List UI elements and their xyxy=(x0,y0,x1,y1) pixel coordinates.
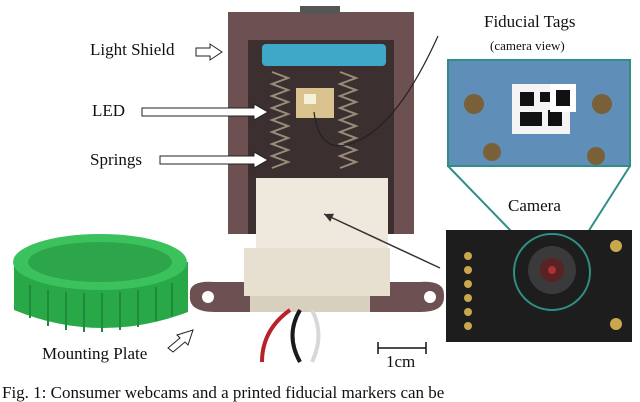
springs-label: Springs xyxy=(90,150,142,169)
camera-view-label: (camera view) xyxy=(490,38,565,53)
light-shield-arrow xyxy=(195,43,223,61)
cables xyxy=(260,308,321,363)
light-shield-label: Light Shield xyxy=(90,40,175,59)
camera-pcb xyxy=(446,230,632,342)
mounting-plate-label: Mounting Plate xyxy=(42,344,148,363)
fiducial-inset xyxy=(447,59,631,167)
springs-arrow xyxy=(159,151,270,169)
springs xyxy=(269,71,359,169)
scale-bar xyxy=(377,342,427,354)
led-arrow xyxy=(141,103,270,121)
fiducial-tags-label: Fiducial Tags xyxy=(484,12,576,31)
led-board xyxy=(296,88,334,118)
blue-cap xyxy=(262,44,386,66)
mounting-plate-arrow xyxy=(167,329,194,353)
camera-pointer xyxy=(323,213,441,269)
green-cap xyxy=(13,234,188,332)
zoom-lines xyxy=(447,165,631,233)
figure-caption: Fig. 1: Consumer webcams and a printed f… xyxy=(2,383,445,402)
printed-block xyxy=(244,178,390,312)
scale-label: 1cm xyxy=(386,352,416,371)
camera-label: Camera xyxy=(508,196,561,215)
led-label: LED xyxy=(92,101,126,120)
fiducial-pointer xyxy=(313,35,439,147)
annotation-arrows xyxy=(141,43,270,353)
